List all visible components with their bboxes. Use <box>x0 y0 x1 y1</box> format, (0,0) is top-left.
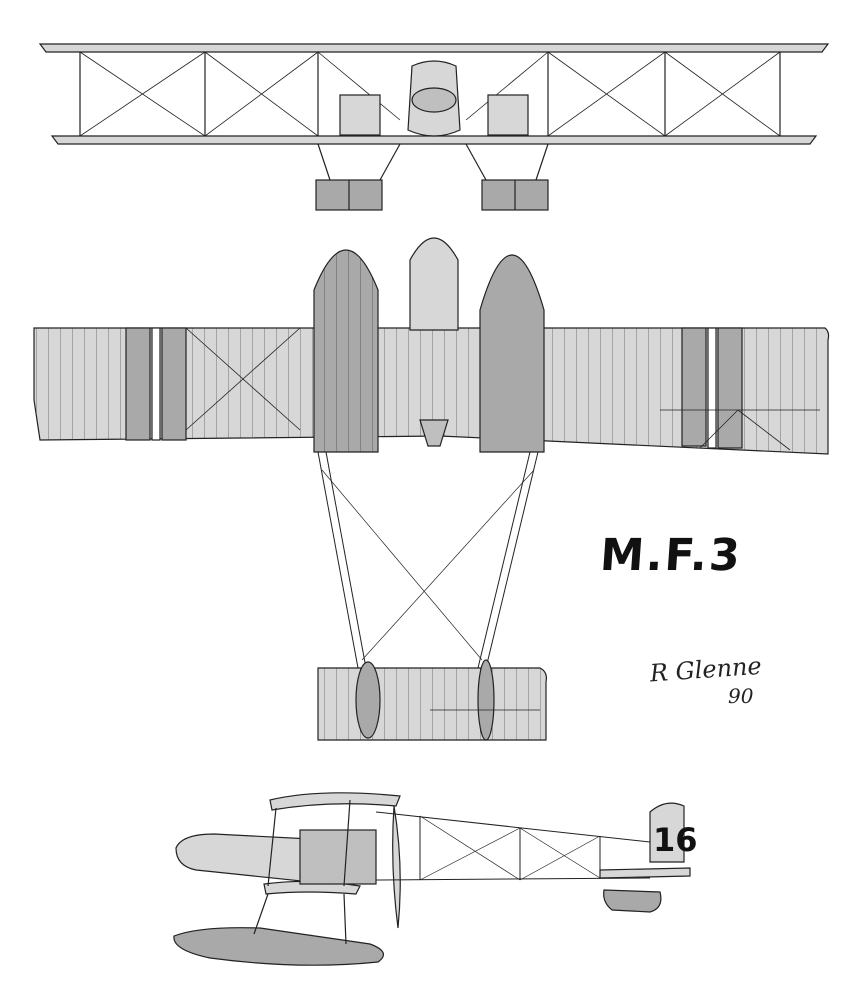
side-engine <box>299 829 377 885</box>
side-fin <box>649 802 685 863</box>
side-float <box>173 927 385 966</box>
side-tail-float <box>603 889 662 913</box>
side-tail-booms <box>375 811 651 881</box>
tail-number: 16 <box>653 821 698 859</box>
top-tailplane <box>317 667 547 741</box>
top-rudder-right <box>477 659 495 741</box>
front-upper-wing <box>38 43 830 53</box>
front-struts <box>79 52 781 136</box>
top-main-wing <box>33 327 830 455</box>
front-bracing-wires <box>79 51 781 137</box>
side-propeller <box>392 805 401 929</box>
top-float-right <box>479 254 545 453</box>
front-view <box>38 43 830 211</box>
top-float-left <box>313 249 379 453</box>
top-view <box>33 237 830 741</box>
side-upper-wing <box>269 792 401 811</box>
aircraft-title: M.F.3 <box>598 530 744 581</box>
top-rudder-left <box>355 661 381 739</box>
top-tail-booms <box>317 451 539 669</box>
side-tailplane <box>599 867 691 879</box>
front-engine-right <box>487 94 529 136</box>
front-float-struts <box>317 143 549 181</box>
side-view <box>173 792 691 966</box>
front-engine-left <box>339 94 381 136</box>
top-fuselage <box>409 237 459 331</box>
signature-year: 90 <box>728 684 754 708</box>
front-lower-wing <box>50 135 818 145</box>
